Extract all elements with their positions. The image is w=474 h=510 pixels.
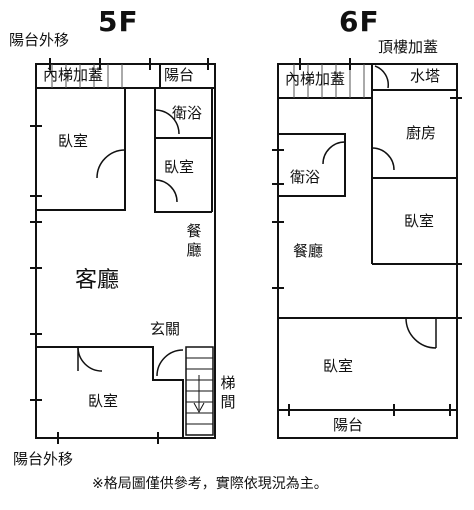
floor5-balcony-moved-top: 陽台外移 (9, 31, 70, 49)
floor6-balcony: 陽台 (333, 416, 364, 434)
floor6-bathroom: 衛浴 (290, 168, 321, 186)
floor6-plan (272, 58, 462, 439)
floor5-balcony-moved-bottom: 陽台外移 (13, 450, 74, 468)
floor5-stairs: 梯間 (220, 374, 236, 411)
floor6-kitchen: 廚房 (406, 124, 437, 142)
floor6-title: 6F (339, 5, 380, 38)
floor6-outer-wall (277, 63, 458, 439)
floor5-stair-hatch (51, 64, 123, 88)
floor5-stair-treads (186, 357, 213, 425)
floor5-bedroom-bottom: 臥室 (88, 392, 119, 410)
floor6-rooftop-addon: 頂樓加蓋 (378, 38, 439, 56)
floor5-living-room: 客廳 (75, 268, 120, 293)
floor5-bedroom-mid: 臥室 (164, 158, 195, 176)
disclaimer-note: ※格局圖僅供參考，實際依現況為主。 (92, 476, 328, 492)
floor5-outer-wall (35, 63, 216, 439)
floor6-water-tower: 水塔 (410, 67, 441, 85)
floor5-bedroom-left: 臥室 (58, 132, 89, 150)
floor6-bedroom-bottom: 臥室 (323, 357, 354, 375)
floor6-window-marks (272, 58, 462, 416)
floor5-dining: 餐廳 (186, 222, 202, 259)
floor5-bathroom: 衛浴 (172, 104, 203, 122)
floor6-inner-stair-addon: 內梯加蓋 (285, 70, 346, 88)
floor6-bathroom-wall (277, 133, 346, 197)
floor6-dining: 餐廳 (293, 242, 324, 260)
floor5-plan (30, 58, 216, 444)
floor6-stair-hatch (293, 64, 365, 98)
floor5-title: 5F (98, 5, 139, 38)
floor6-bedroom-right: 臥室 (404, 212, 435, 230)
floor5-balcony: 陽台 (164, 66, 195, 84)
floor5-window-marks (30, 58, 209, 444)
floor5-entrance: 玄關 (150, 320, 181, 338)
floor5-inner-stair-addon: 內梯加蓋 (43, 66, 104, 84)
